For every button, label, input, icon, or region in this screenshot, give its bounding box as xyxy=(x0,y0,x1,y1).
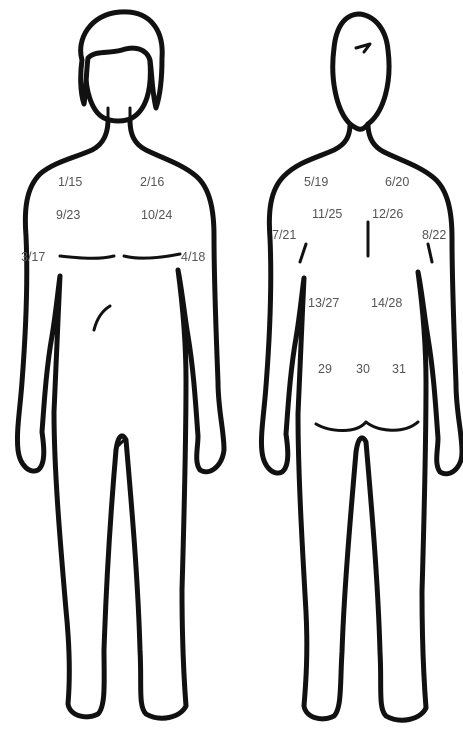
front-figure xyxy=(17,12,224,718)
back-right-armpit xyxy=(428,244,432,262)
site-label-4-18: 4/18 xyxy=(181,250,205,264)
back-left-armpit xyxy=(300,244,306,262)
front-labels: 1/15 2/16 9/23 10/24 3/17 4/18 xyxy=(21,175,205,264)
front-chest-line xyxy=(60,254,180,258)
site-label-13-27: 13/27 xyxy=(308,296,339,310)
site-label-7-21: 7/21 xyxy=(272,228,296,242)
back-head xyxy=(333,14,389,129)
back-hair-mark xyxy=(356,44,370,52)
back-buttocks-line xyxy=(316,422,418,431)
back-body-outline xyxy=(261,124,462,720)
site-label-5-19: 5/19 xyxy=(304,175,328,189)
site-label-11-25: 11/25 xyxy=(312,207,342,221)
site-label-29: 29 xyxy=(318,362,332,376)
site-label-30: 30 xyxy=(356,362,370,376)
site-label-31: 31 xyxy=(392,362,406,376)
site-label-6-20: 6/20 xyxy=(385,175,409,189)
site-label-14-28: 14/28 xyxy=(371,296,402,310)
site-label-2-16: 2/16 xyxy=(140,175,164,189)
site-label-10-24: 10/24 xyxy=(141,208,172,222)
site-label-12-26: 12/26 xyxy=(372,207,403,221)
site-label-9-23: 9/23 xyxy=(56,208,80,222)
front-body-outline xyxy=(17,120,224,718)
site-label-3-17: 3/17 xyxy=(21,250,45,264)
site-label-8-22: 8/22 xyxy=(422,228,446,242)
front-abdomen-line xyxy=(94,306,110,330)
site-label-1-15: 1/15 xyxy=(58,175,82,189)
